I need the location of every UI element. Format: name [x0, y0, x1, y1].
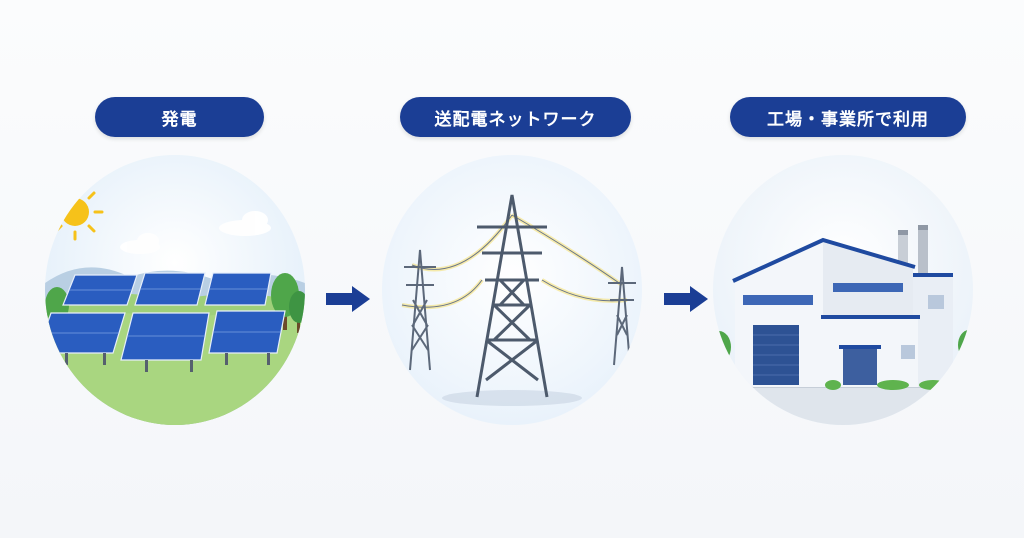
step-label-generation: 発電 — [95, 97, 264, 137]
flow-arrow-1-icon — [326, 286, 370, 312]
step-label-transmission: 送配電ネットワーク — [400, 97, 631, 137]
generation-illustration — [45, 155, 305, 425]
usage-illustration — [713, 155, 973, 425]
solar-panel-field-icon — [45, 183, 305, 425]
transmission-tower-icon — [401, 194, 636, 406]
flow-arrow-2-icon — [664, 286, 708, 312]
transmission-illustration — [382, 155, 642, 425]
factory-building-icon — [713, 225, 973, 425]
solar-panels — [45, 272, 286, 372]
sun-icon — [46, 183, 104, 241]
step-label-usage: 工場・事業所で利用 — [730, 97, 966, 137]
